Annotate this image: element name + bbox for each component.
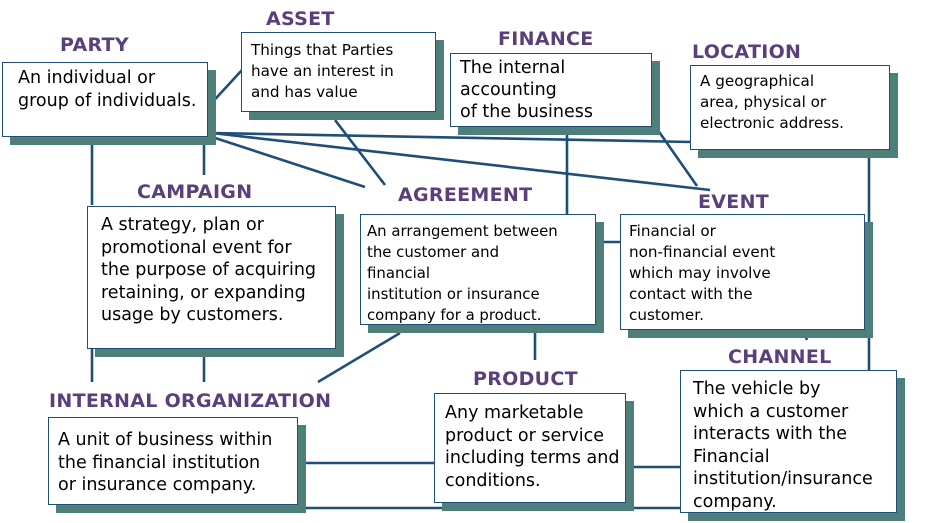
party-description-line-2: group of individuals.	[18, 91, 197, 111]
channel-title: CHANNEL	[728, 346, 832, 368]
product-description-line-3: including terms and	[445, 448, 620, 468]
asset-box: Things that Parties have an interest in …	[241, 32, 436, 112]
link-agreement-internal-organization	[317, 331, 401, 384]
campaign-description-line-4: retaining, or expanding	[101, 282, 306, 303]
asset-description-line-2: have an interest in	[251, 62, 394, 80]
internal-organization-title: INTERNAL ORGANIZATION	[49, 390, 332, 412]
finance-box: The internal accounting of the business	[450, 53, 652, 127]
location-title: LOCATION	[692, 41, 802, 63]
event-box: Financial or non-financial event which m…	[620, 214, 865, 330]
agreement-title: AGREEMENT	[398, 184, 533, 206]
campaign-title: CAMPAIGN	[137, 181, 253, 203]
finance-description-line-2: accounting	[460, 80, 557, 100]
link-finance-event	[653, 125, 699, 187]
product-box: Any marketable product or service includ…	[434, 393, 626, 503]
channel-description-line-3: interacts with the	[693, 424, 848, 444]
party-box: An individual or group of individuals.	[2, 62, 208, 137]
campaign-description-line-3: the purpose of acquiring	[101, 260, 317, 280]
agreement-description-line-3: financial	[367, 264, 430, 282]
agreement-description-line-1: An arrangement between	[367, 222, 558, 240]
agreement-description-line-5: company for a product.	[367, 306, 542, 324]
finance-title: FINANCE	[498, 28, 594, 50]
internal-organization-box: A unit of business within the financial …	[48, 417, 298, 505]
location-description-line-1: A geographical	[700, 72, 815, 90]
agreement-box: An arrangement between the customer and …	[360, 214, 596, 325]
event-description-line-2: non-financial event	[629, 243, 776, 261]
event-description-line-3: which may involve	[629, 264, 771, 282]
asset-title: ASSET	[266, 8, 335, 30]
link-party-agreement	[211, 135, 366, 189]
campaign-box: A strategy, plan or promotional event fo…	[87, 206, 336, 349]
channel-description-line-2: which a customer	[693, 401, 849, 422]
product-description-line-4: conditions.	[445, 470, 541, 491]
asset-description-line-1: Things that Parties	[251, 41, 394, 59]
product-description-line-1: Any marketable	[445, 403, 584, 423]
link-party-event	[211, 131, 711, 192]
event-title: EVENT	[698, 191, 770, 213]
asset-description-line-3: and has value	[251, 83, 358, 101]
event-description-line-1: Financial or	[629, 222, 716, 240]
location-description-line-2: area, physical or	[700, 93, 827, 111]
finance-description-line-1: The internal	[460, 58, 566, 78]
channel-description-line-1: The vehicle by	[693, 379, 821, 399]
campaign-description-line-2: promotional event for	[101, 237, 292, 258]
channel-description-line-6: company.	[693, 491, 777, 512]
link-party-asset	[206, 69, 243, 109]
product-description-line-2: product or service	[445, 425, 605, 446]
channel-box: The vehicle by which a customer interact…	[680, 370, 897, 513]
finance-description-line-3: of the business	[460, 102, 593, 122]
product-title: PRODUCT	[473, 368, 578, 390]
campaign-description-line-1: A strategy, plan or	[101, 215, 264, 235]
event-description-line-4: contact with the	[629, 285, 753, 303]
internal-organization-description-line-3: or insurance company.	[58, 475, 257, 495]
party-title: PARTY	[60, 34, 129, 56]
link-party-location	[211, 131, 693, 144]
campaign-description-line-5: usage by customers.	[101, 305, 284, 325]
link-asset-agreement	[333, 119, 387, 186]
agreement-description-line-4: institution or insurance	[367, 285, 540, 303]
channel-description-line-4: Financial	[693, 446, 770, 467]
location-box: A geographical area, physical or electro…	[690, 65, 890, 150]
agreement-description-line-2: the customer and	[367, 243, 500, 261]
event-description-line-5: customer.	[629, 306, 704, 324]
link-event-channel	[801, 329, 809, 341]
party-description-line-1: An individual or	[18, 68, 156, 88]
channel-description-line-5: institution/insurance	[693, 469, 873, 489]
internal-organization-description-line-1: A unit of business within	[58, 430, 273, 450]
location-description-line-3: electronic address.	[700, 114, 844, 132]
internal-organization-description-line-2: the financial institution	[58, 452, 261, 473]
